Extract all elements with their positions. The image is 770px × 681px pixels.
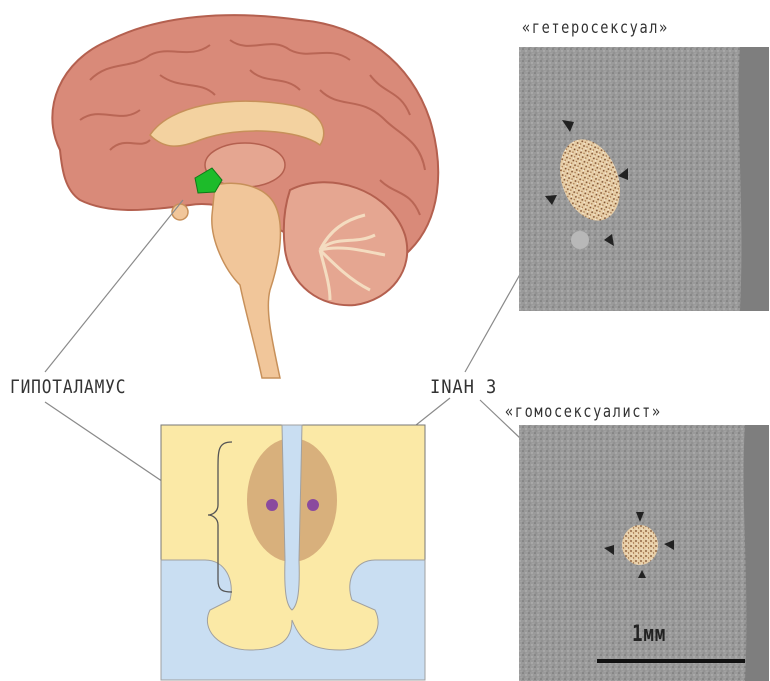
hypothalamus-label: ГИПОТАЛАМУС [10,376,126,398]
connector-hypo-brain [45,200,183,372]
hetero-title: «гетеросексуал» [522,18,669,38]
scale-label: 1мм [632,622,666,647]
micrograph-hetero [519,47,769,311]
inah3-label: INAH 3 [430,376,497,398]
inah-dot-right [307,499,319,511]
inah-dot-left [266,499,278,511]
brainstem [212,183,281,378]
homo-title: «гомосексуалист» [505,402,662,422]
hypothalamus-section [161,425,425,680]
pituitary [172,204,188,220]
